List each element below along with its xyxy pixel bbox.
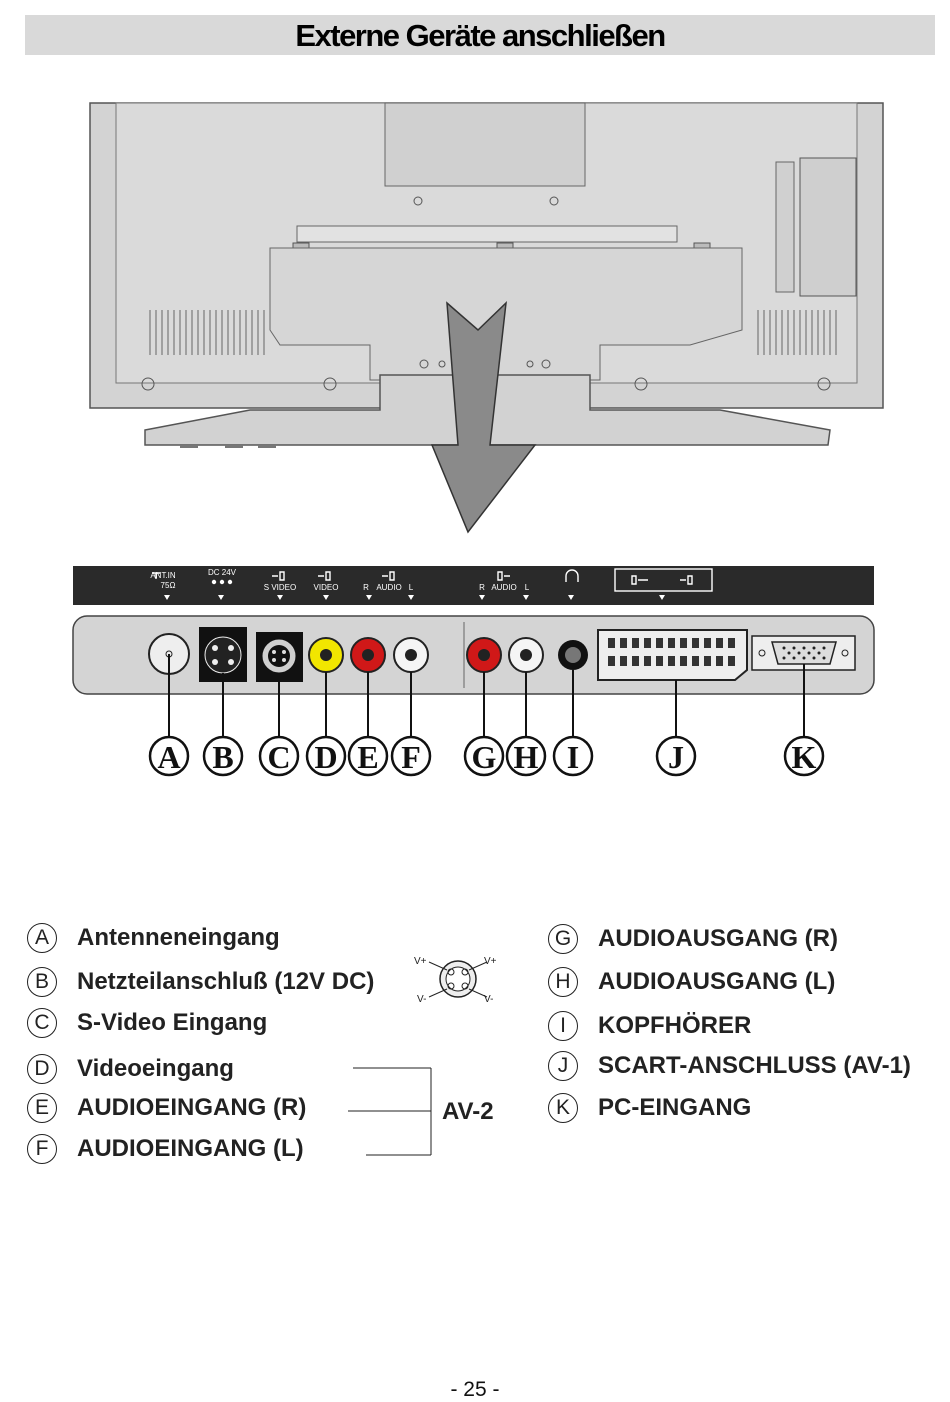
legend-item-b: B Netzteilanschluß (12V DC) <box>27 965 374 999</box>
svg-text:E: E <box>357 739 378 775</box>
scart-label-box <box>614 568 713 592</box>
callout-k: K <box>783 735 825 777</box>
audio-in-r-jack <box>350 637 386 673</box>
headphone-icon <box>565 569 579 582</box>
dc-pin-diagram: V+ V+ V- V- <box>414 956 497 1005</box>
video-input-icon <box>318 571 331 581</box>
legend-letter-g: G <box>548 924 578 954</box>
callout-c: C <box>258 735 300 777</box>
legend-label-c: S-Video Eingang <box>77 1009 268 1036</box>
tv-rear-view <box>89 102 884 448</box>
strip-ant-ohm-label: 75Ω <box>161 581 176 590</box>
scart-input-icon <box>680 575 693 585</box>
legend-letter-a: A <box>27 923 57 953</box>
leader-lines <box>168 654 805 737</box>
callout-f: F <box>390 735 432 777</box>
legend-label-b: Netzteilanschluß (12V DC) <box>77 968 375 995</box>
legend-item-j: J SCART-ANSCHLUSS (AV-1) <box>548 1049 911 1083</box>
legend-letter-e: E <box>27 1093 57 1123</box>
scart-socket <box>597 629 748 681</box>
av2-group-label: AV-2 <box>442 1098 494 1125</box>
connector-label-strip <box>73 566 874 605</box>
legend-item-e: E AUDIOEINGANG (R) <box>27 1091 306 1125</box>
down-arrow-icon <box>430 301 537 534</box>
legend-letter-b: B <box>27 967 57 997</box>
legend-letter-i: I <box>548 1011 578 1041</box>
legend-label-a: Antenneneingang <box>77 924 280 951</box>
strip-arrows <box>164 595 665 600</box>
legend-label-f: AUDIOEINGANG (L) <box>77 1135 304 1162</box>
callout-g: G <box>463 735 505 777</box>
audio-in-l-jack <box>393 637 429 673</box>
audio-output-icon <box>497 571 510 581</box>
legend-letter-h: H <box>548 967 578 997</box>
dc-pins-icon <box>211 579 233 585</box>
strip-audio-in-l: L <box>409 583 414 592</box>
headphone-jack <box>558 640 588 670</box>
legend-label-d: Videoeingang <box>77 1055 234 1082</box>
antenna-icon <box>152 572 160 579</box>
pin-br-label: V- <box>484 994 493 1005</box>
svg-text:I: I <box>567 739 579 775</box>
legend-item-d: D Videoeingang <box>27 1052 234 1086</box>
callout-b: B <box>202 735 244 777</box>
callout-j: J <box>655 735 697 777</box>
svg-text:G: G <box>472 739 497 775</box>
svg-text:B: B <box>212 739 233 775</box>
callout-i: I <box>552 735 594 777</box>
strip-audio-out-label: AUDIO <box>491 583 516 592</box>
strip-audio-out-r: R <box>479 583 485 592</box>
strip-audio-out-l: L <box>525 583 530 592</box>
strip-audio-in-r: R <box>363 583 369 592</box>
pin-tl-label: V+ <box>414 956 427 967</box>
title-bar: Externe Geräte anschließen <box>25 15 935 55</box>
legend-letter-f: F <box>27 1134 57 1164</box>
strip-audio-in-label: AUDIO <box>376 583 401 592</box>
audio-out-r-jack <box>466 637 502 673</box>
callout-e: E <box>347 735 389 777</box>
legend-label-h: AUDIOAUSGANG (L) <box>598 968 836 995</box>
svg-text:K: K <box>792 739 817 775</box>
svg-text:F: F <box>401 739 421 775</box>
legend-item-a: A Antenneneingang <box>27 921 280 955</box>
legend-item-k: K PC-EINGANG <box>548 1091 751 1125</box>
legend-letter-c: C <box>27 1008 57 1038</box>
legend-item-g: G AUDIOAUSGANG (R) <box>548 922 838 956</box>
legend-item-f: F AUDIOEINGANG (L) <box>27 1132 304 1166</box>
svg-text:J: J <box>668 739 684 775</box>
strip-svideo-label: S VIDEO <box>264 583 296 592</box>
legend-letter-j: J <box>548 1051 578 1081</box>
callout-h: H <box>505 735 547 777</box>
pin-bl-label: V- <box>417 994 426 1005</box>
av2-bracket <box>348 1067 432 1156</box>
strip-ant-label: ANT.IN <box>150 571 176 580</box>
svideo-input-icon <box>272 571 285 581</box>
video-jack <box>308 637 344 673</box>
pin-tr-label: V+ <box>484 956 497 967</box>
callout-d: D <box>305 735 347 777</box>
svg-text:H: H <box>514 739 539 775</box>
page-number: - 25 - <box>450 1378 500 1401</box>
legend-item-h: H AUDIOAUSGANG (L) <box>548 965 835 999</box>
legend-label-g: AUDIOAUSGANG (R) <box>598 925 838 952</box>
svg-text:C: C <box>267 739 290 775</box>
callout-a: A <box>148 735 190 777</box>
strip-dc-label: DC 24V <box>208 568 237 577</box>
legend-label-j: SCART-ANSCHLUSS (AV-1) <box>598 1052 911 1079</box>
svg-text:D: D <box>314 739 337 775</box>
audio-input-icon <box>382 571 395 581</box>
legend-letter-k: K <box>548 1093 578 1123</box>
legend-item-c: C S-Video Eingang <box>27 1006 267 1040</box>
svg-text:A: A <box>157 739 180 775</box>
legend-label-e: AUDIOEINGANG (R) <box>77 1094 307 1121</box>
legend-letter-d: D <box>27 1054 57 1084</box>
audio-out-l-jack <box>508 637 544 673</box>
scart-output-icon <box>631 575 648 585</box>
legend-label-k: PC-EINGANG <box>598 1094 752 1121</box>
strip-video-label: VIDEO <box>314 583 339 592</box>
legend-label-i: KOPFHÖRER <box>598 1012 752 1039</box>
page-title: Externe Geräte anschließen <box>295 18 666 53</box>
legend-item-i: I KOPFHÖRER <box>548 1009 751 1043</box>
